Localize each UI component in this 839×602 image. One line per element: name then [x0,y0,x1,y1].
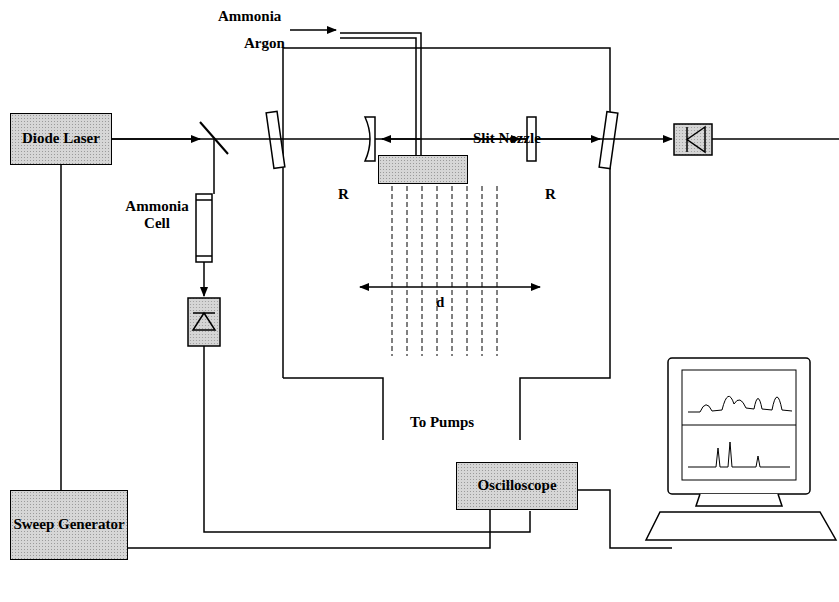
vacuum-chamber [283,48,610,440]
connector-wire [128,510,490,548]
split-beam [213,139,215,194]
computer-monitor [668,358,810,494]
photodetector [674,124,712,155]
cell-window [196,199,212,201]
computer-base [646,494,836,540]
photodiode-symbol [687,127,705,152]
nozzle-box: Slit Nozzle [378,155,468,184]
jet-line [392,186,393,356]
box-label: Sweep Generator [13,516,124,533]
cavity-arrow [382,138,420,140]
box-label: Oscilloscope [477,477,556,494]
jet-line [437,186,438,356]
text-label: R [338,186,349,203]
photodetector [188,298,220,346]
jet-line [482,186,483,356]
jet-line [497,186,498,356]
window [266,111,285,168]
gas-arrow [290,29,336,31]
ammonia-cell [196,194,212,262]
text-label: Ammonia Cell [120,198,194,233]
jet-line [452,186,453,356]
text-label: To Pumps [410,414,474,431]
cavity-mirror [365,117,375,161]
generator-box: Sweep Generator [10,490,128,560]
text-label: R [545,186,556,203]
connector-wire [60,165,62,490]
screen-divider [682,425,796,426]
cell-window [196,255,212,257]
window [599,112,618,169]
jet-line [422,186,423,356]
laser-box: Diode Laser [10,113,112,165]
reference-trace [688,442,790,467]
box-label: Slit Nozzle [473,130,541,147]
spectrum-trace [688,396,792,412]
laser-beam [112,138,672,140]
text-label: Argon [244,35,285,52]
distance-arrow [360,286,540,288]
computer-screen [682,370,796,480]
photodiode-symbol [193,313,215,330]
beam-out [712,138,839,140]
jet-line [467,186,468,356]
oscilloscope-box: Oscilloscope [456,462,578,510]
box-label: Diode Laser [22,130,100,147]
text-label: Ammonia [218,8,281,25]
split-beam [203,262,205,296]
gas-inlet [340,33,421,156]
laser-beam [112,138,200,140]
jet-line [407,186,408,356]
text-label: d [436,294,444,311]
jet-lines [392,186,497,356]
